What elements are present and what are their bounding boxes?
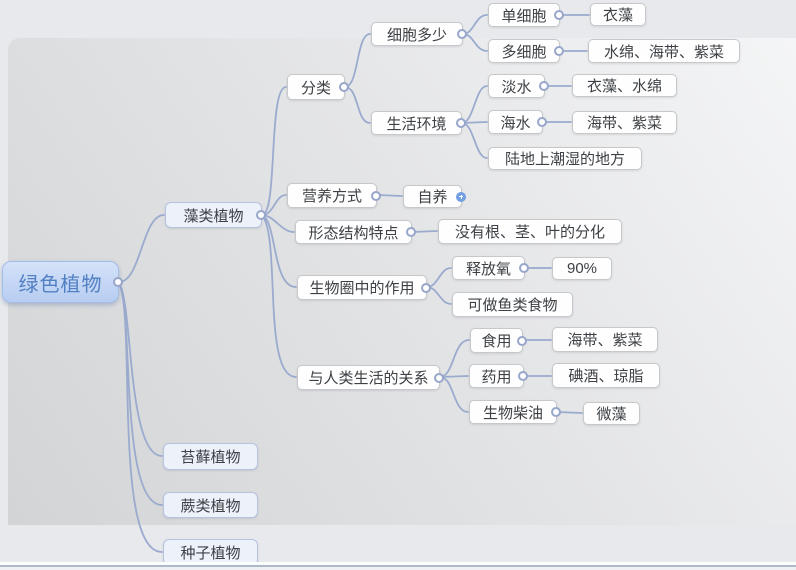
- node-living-environment-label: 生活环境: [386, 115, 447, 133]
- collapse-handle-icon[interactable]: [519, 263, 529, 273]
- node-biodiesel[interactable]: 生物柴油: [469, 400, 561, 424]
- node-moss[interactable]: 苔藓植物: [163, 443, 258, 470]
- node-microalgae[interactable]: 微藻: [583, 402, 640, 425]
- window-bottom-edge: [0, 565, 796, 567]
- collapse-handle-icon[interactable]: [554, 10, 564, 20]
- node-edible-kelp-laver-label: 海带、紫菜: [567, 332, 643, 349]
- node-autotrophic[interactable]: 自养: [403, 185, 466, 208]
- node-fern[interactable]: 蕨类植物: [163, 492, 258, 518]
- node-classification-label: 分类: [300, 79, 331, 97]
- node-medicinal-label: 药用: [481, 368, 512, 386]
- node-biosphere-role-label: 生物圈中的作用: [309, 280, 415, 297]
- node-seed-plants-label: 种子植物: [180, 545, 241, 562]
- collapse-handle-icon[interactable]: [518, 371, 528, 381]
- node-fern-label: 蕨类植物: [180, 497, 241, 515]
- node-microalgae-label: 微藻: [596, 406, 627, 423]
- node-morphology-label: 形态结构特点: [308, 224, 399, 242]
- node-nutrition-mode-label: 营养方式: [301, 188, 362, 205]
- node-fish-food-label: 可做鱼类食物: [467, 297, 558, 314]
- collapse-handle-icon[interactable]: [434, 372, 444, 383]
- node-90-percent-label: 90%: [566, 260, 598, 277]
- node-algae[interactable]: 藻类植物: [165, 202, 266, 228]
- node-algae-label: 藻类植物: [183, 207, 244, 225]
- node-edible-label: 食用: [481, 333, 512, 350]
- node-classification[interactable]: 分类: [287, 74, 349, 100]
- node-oxygen-release[interactable]: 释放氧: [452, 256, 529, 280]
- node-medicinal[interactable]: 药用: [469, 364, 528, 388]
- collapse-handle-icon[interactable]: [456, 118, 466, 128]
- node-freshwater[interactable]: 淡水: [488, 74, 549, 98]
- node-moist-land-label: 陆地上潮湿的地方: [504, 151, 625, 168]
- collapse-handle-icon[interactable]: [539, 81, 549, 91]
- collapse-handle-icon[interactable]: [517, 335, 527, 346]
- node-morphology[interactable]: 形态结构特点: [295, 220, 416, 244]
- node-green-plants[interactable]: 绿色植物: [2, 261, 123, 303]
- node-freshwater-label: 淡水: [501, 78, 532, 96]
- collapse-handle-icon[interactable]: [256, 210, 266, 220]
- node-unicellular-label: 单细胞: [501, 7, 547, 25]
- collapse-handle-icon[interactable]: [113, 277, 123, 287]
- collapse-handle-icon[interactable]: [371, 190, 381, 201]
- node-seawater-label: 海水: [500, 114, 531, 132]
- collapse-handle-icon[interactable]: [339, 82, 349, 92]
- node-spirogyra-kelp-laver-label: 水绵、海带、紫菜: [603, 43, 724, 61]
- collapse-handle-icon[interactable]: [554, 46, 564, 56]
- node-edible-kelp-laver[interactable]: 海带、紫菜: [552, 327, 658, 352]
- node-90-percent[interactable]: 90%: [552, 257, 612, 280]
- node-human-life-relation-label: 与人类生活的关系: [308, 370, 429, 387]
- node-edible[interactable]: 食用: [470, 328, 527, 353]
- node-human-life-relation[interactable]: 与人类生活的关系: [297, 365, 444, 390]
- node-iodine-agar-label: 碘酒、琼脂: [568, 368, 644, 385]
- node-chlamydomonas[interactable]: 衣藻: [590, 3, 646, 26]
- node-kelp-laver-label: 海带、紫菜: [586, 115, 662, 132]
- node-fish-food[interactable]: 可做鱼类食物: [452, 292, 573, 317]
- node-no-root-stem-leaf-label: 没有根、茎、叶的分化: [454, 224, 605, 241]
- node-moist-land[interactable]: 陆地上潮湿的地方: [488, 147, 642, 170]
- collapse-handle-icon[interactable]: [421, 282, 431, 293]
- node-green-plants-label: 绿色植物: [18, 273, 103, 296]
- window-bottom-highlight: [0, 562, 796, 565]
- node-cell-count-label: 细胞多少: [386, 26, 447, 44]
- expand-handle-icon[interactable]: [456, 191, 466, 202]
- collapse-handle-icon[interactable]: [406, 227, 416, 237]
- node-biosphere-role[interactable]: 生物圈中的作用: [297, 275, 431, 300]
- node-chlamydomonas-label: 衣藻: [602, 7, 633, 24]
- node-unicellular[interactable]: 单细胞: [488, 3, 564, 27]
- node-autotrophic-label: 自养: [417, 189, 448, 206]
- node-nutrition-mode[interactable]: 营养方式: [287, 183, 381, 208]
- node-chlamydomonas-spirogyra-label: 衣藻、水绵: [586, 78, 662, 95]
- node-cell-count[interactable]: 细胞多少: [371, 22, 467, 46]
- node-biodiesel-label: 生物柴油: [482, 404, 543, 422]
- node-chlamydomonas-spirogyra[interactable]: 衣藻、水绵: [572, 74, 677, 97]
- node-living-environment[interactable]: 生活环境: [371, 111, 466, 135]
- node-kelp-laver[interactable]: 海带、紫菜: [572, 111, 677, 134]
- node-iodine-agar[interactable]: 碘酒、琼脂: [552, 363, 660, 388]
- node-spirogyra-kelp-laver[interactable]: 水绵、海带、紫菜: [588, 39, 740, 63]
- window-bottom-area: [0, 567, 796, 570]
- node-no-root-stem-leaf[interactable]: 没有根、茎、叶的分化: [438, 219, 622, 244]
- collapse-handle-icon[interactable]: [537, 117, 547, 127]
- node-moss-label: 苔藓植物: [180, 449, 241, 466]
- node-multicellular-label: 多细胞: [501, 43, 547, 61]
- node-multicellular[interactable]: 多细胞: [488, 39, 564, 63]
- collapse-handle-icon[interactable]: [551, 407, 561, 417]
- node-oxygen-release-label: 释放氧: [465, 260, 511, 278]
- node-seawater[interactable]: 海水: [488, 110, 547, 134]
- collapse-handle-icon[interactable]: [457, 29, 467, 39]
